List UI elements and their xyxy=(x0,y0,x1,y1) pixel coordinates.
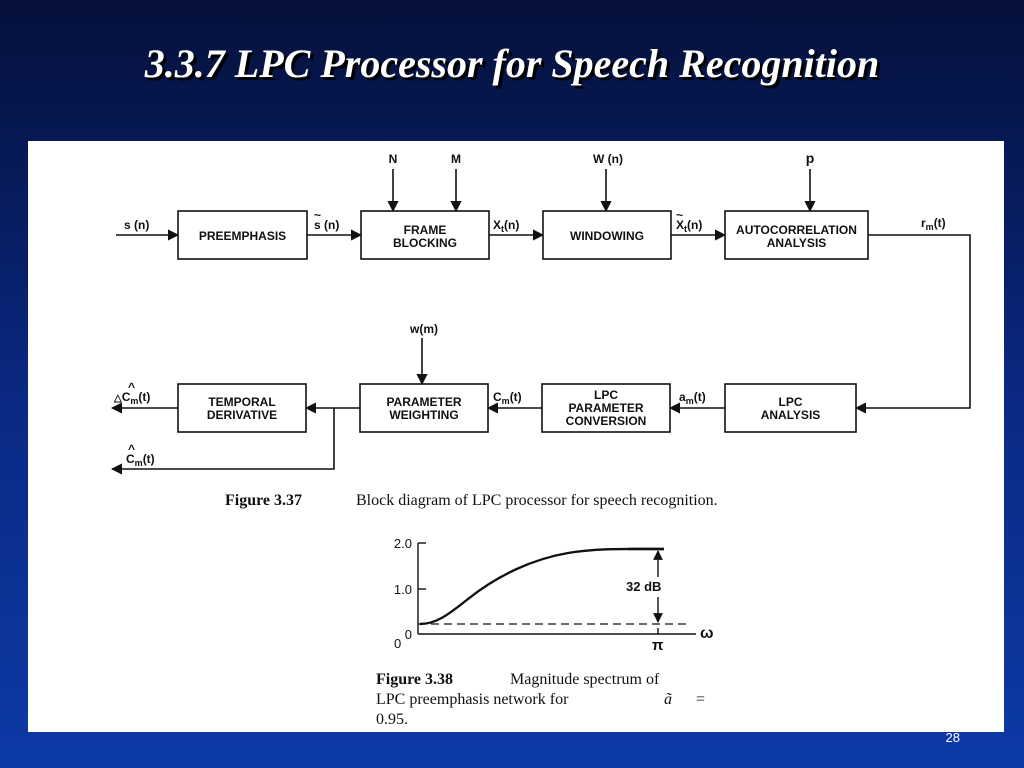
lpc-conversion-label-3: CONVERSION xyxy=(566,414,647,428)
conv-out-label: Cm(t) xyxy=(493,390,522,406)
windowing-label: WINDOWING xyxy=(570,229,644,243)
parameter-weighting-label-1: PARAMETER xyxy=(386,395,461,409)
conv-out-sub: m xyxy=(502,396,510,406)
lpc-conversion-label-1: LPC xyxy=(594,388,618,402)
frame-out-base: X xyxy=(493,218,501,232)
lpc-out-label: am(t) xyxy=(679,390,706,406)
spectrum-curve xyxy=(419,547,665,626)
slide-title: 3.3.7 LPC Processor for Speech Recogniti… xyxy=(144,41,880,86)
figure-338-caption-eq: = xyxy=(696,691,705,708)
figure-337-label: Figure 3.37 xyxy=(225,492,302,509)
block-diagram xyxy=(110,169,971,475)
x-tick-label-0: 0 xyxy=(394,636,401,651)
db-annotation: 32 dB xyxy=(626,579,661,594)
weighted-out-base: C xyxy=(126,452,135,466)
autocorr-out-sub: m xyxy=(926,222,934,232)
weighted-output-arrow xyxy=(110,408,335,475)
delta-out-base: C xyxy=(122,390,131,404)
y-tick-label-1: 1.0 xyxy=(394,582,412,597)
figure-338-caption-2: LPC preemphasis network for xyxy=(376,691,569,708)
figure-338-label: Figure 3.38 xyxy=(376,671,453,688)
lpc-out-sub: m xyxy=(686,396,694,406)
conv-out-tail: (t) xyxy=(510,390,522,404)
lpc-analysis-label-2: ANALYSIS xyxy=(761,408,821,422)
weighted-out-tail: (t) xyxy=(143,452,155,466)
window-out-sub: t xyxy=(684,224,687,234)
lpc-conversion-label-2: PARAMETER xyxy=(568,401,643,415)
input-signal-label: s (n) xyxy=(124,218,149,232)
frame-blocking-label-2: BLOCKING xyxy=(393,236,457,250)
frame-out-label: Xt(n) xyxy=(493,218,519,234)
lpc-out-tail: (t) xyxy=(694,390,706,404)
order-input-label: p xyxy=(806,150,815,166)
frame-out-tail: (n) xyxy=(504,218,519,232)
autocorrelation-label-2: ANALYSIS xyxy=(767,236,827,250)
autocorr-to-lpc-arrow xyxy=(854,234,971,414)
figures-canvas: PREEMPHASIS FRAME BLOCKING WINDOWING AUT… xyxy=(110,150,971,728)
page-number: 28 xyxy=(945,730,960,745)
delta-out-tail: (t) xyxy=(138,390,150,404)
figure-337-caption: Block diagram of LPC processor for speec… xyxy=(356,492,718,509)
weighted-out-sub: m xyxy=(135,458,143,468)
autocorrelation-label-1: AUTOCORRELATION xyxy=(736,223,857,237)
window-out-tail: (n) xyxy=(687,218,702,232)
y-tick-label-0: 0 xyxy=(405,627,412,642)
preemph-out-tilde: ~ xyxy=(314,208,321,222)
delta-out-sub: m xyxy=(130,396,138,406)
temporal-derivative-label-1: TEMPORAL xyxy=(208,395,275,409)
spectrum-plot xyxy=(417,542,696,635)
window-out-label: Xt(n) xyxy=(676,218,702,234)
figure-panel: PREEMPHASIS FRAME BLOCKING WINDOWING AUT… xyxy=(28,141,1004,732)
conv-out-base: C xyxy=(493,390,502,404)
x-tick-label-pi: π xyxy=(652,637,664,654)
preemph-out-label: s (n) xyxy=(314,218,339,232)
window-out-tilde: ~ xyxy=(676,208,683,222)
temporal-derivative-label-2: DERIVATIVE xyxy=(207,408,277,422)
m-input-label: M xyxy=(451,152,461,166)
figure-338-caption-3: 0.95. xyxy=(376,711,408,728)
frame-blocking-label-1: FRAME xyxy=(404,223,447,237)
window-out-base: X xyxy=(676,218,684,232)
y-tick-label-2: 2.0 xyxy=(394,536,412,551)
autocorr-out-base: r xyxy=(921,216,926,230)
delta-out-hat: ^ xyxy=(128,380,135,394)
weighted-out-hat: ^ xyxy=(128,442,135,456)
x-axis-label: ω xyxy=(700,625,714,642)
weighted-out-label: Cm(t) xyxy=(126,452,155,468)
lpc-out-base: a xyxy=(679,390,686,404)
weight-input-label: w(m) xyxy=(409,322,438,336)
autocorr-out-tail: (t) xyxy=(934,216,946,230)
parameter-weighting-label-2: WEIGHTING xyxy=(389,408,458,422)
lpc-analysis-label-1: LPC xyxy=(779,395,803,409)
delta-out-prefix: △ xyxy=(113,393,122,404)
figure-338-caption-symbol: ã xyxy=(664,691,672,708)
n-input-label: N xyxy=(389,152,398,166)
frame-out-sub: t xyxy=(501,224,504,234)
window-input-label: W (n) xyxy=(593,152,623,166)
delta-out-label: △Cm(t) xyxy=(113,390,150,406)
figure-338-caption-1: Magnitude spectrum of xyxy=(510,671,660,688)
preemphasis-label: PREEMPHASIS xyxy=(199,229,286,243)
autocorr-out-label: rm(t) xyxy=(921,216,946,232)
